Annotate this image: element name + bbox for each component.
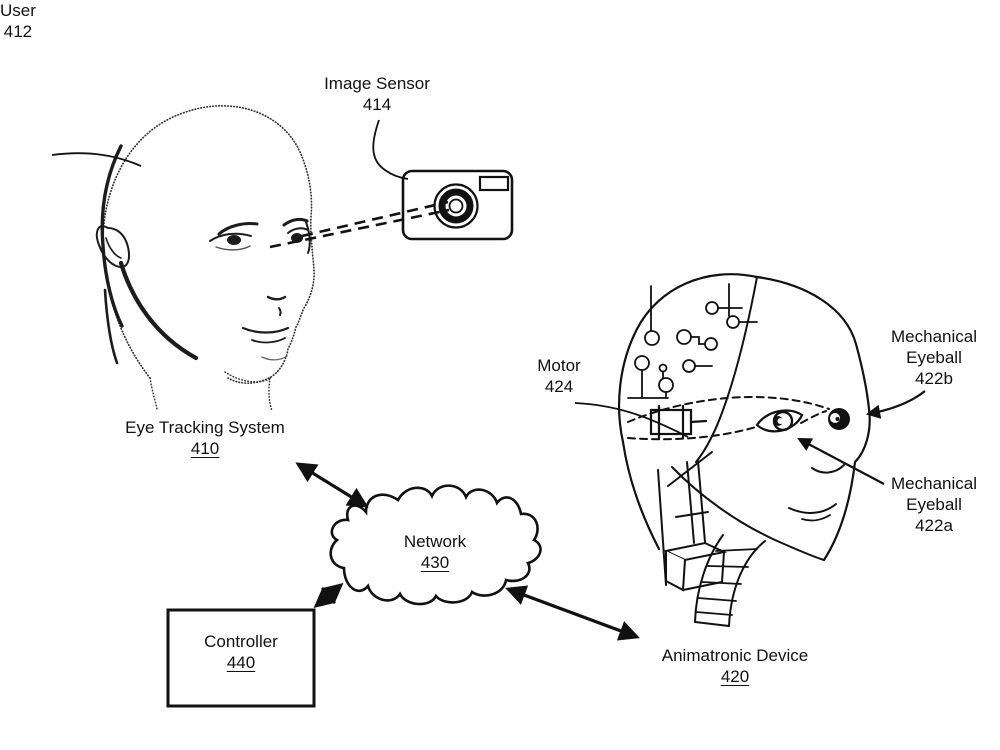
animatronic-device-label: Animatronic Device 420 [634, 645, 836, 687]
animatronic-device-label-ref: 420 [720, 667, 750, 686]
mechanical-eyeball-a-drawing [755, 409, 804, 433]
eye-tracking-system-label-ref: 410 [190, 439, 220, 458]
network-label: Network 430 [375, 531, 495, 573]
image-sensor-label-name: Image Sensor [324, 74, 430, 93]
animatronic-device-label-name: Animatronic Device [661, 646, 809, 665]
motor-drawing [649, 404, 708, 440]
image-sensor-label: Image Sensor 414 [297, 73, 457, 115]
eye-track-dashed-band [627, 396, 830, 441]
mechanical-eyeball-b-line1: Mechanical [891, 327, 977, 346]
network-cloud [329, 484, 542, 606]
network-connection-arrows [295, 462, 640, 641]
arrow-controller-network [313, 582, 344, 609]
mechanical-eyeball-a-label: Mechanical Eyeball 422a [884, 473, 984, 536]
user-label-name: User [0, 1, 36, 20]
user-label-ref: 412 [3, 22, 33, 41]
eye-tracking-system-label: Eye Tracking System 410 [114, 417, 296, 459]
motor-leader-line [574, 402, 689, 438]
mechanical-eyeball-b-ref: 422b [915, 369, 953, 388]
circuit-pattern [627, 283, 758, 399]
user-leader-line [51, 152, 142, 167]
controller-label: Controller 440 [168, 631, 314, 673]
mechanical-eyeball-b-line2: Eyeball [906, 348, 962, 367]
eyeball-a-leader-arrow [797, 437, 885, 485]
arrow-eyetracking-network [295, 462, 369, 508]
image-sensor-label-ref: 414 [362, 95, 392, 114]
image-sensor-leader-line [372, 119, 409, 180]
mechanical-eyeball-a-ref: 422a [915, 516, 953, 535]
user-head-sketch [95, 105, 315, 412]
controller-label-name: Controller [204, 632, 278, 651]
mechanical-eyeball-a-line2: Eyeball [906, 495, 962, 514]
motor-label: Motor 424 [517, 355, 601, 397]
user-label: User 412 [0, 0, 36, 42]
network-label-name: Network [403, 532, 467, 551]
arrow-network-animatronic [505, 585, 640, 641]
gaze-dashed-lines [269, 200, 450, 249]
mechanical-eyeball-b-drawing [828, 408, 850, 430]
neck-mechanism [657, 451, 766, 627]
image-sensor-camera-icon [401, 169, 514, 241]
eyeball-b-leader-arrow [865, 390, 926, 419]
animatronic-head [618, 273, 871, 627]
motor-label-name: Motor [537, 356, 581, 375]
network-label-ref: 430 [420, 553, 450, 572]
motor-label-ref: 424 [544, 377, 574, 396]
controller-label-ref: 440 [226, 653, 256, 672]
controller-box [166, 608, 316, 708]
mechanical-eyeball-b-label: Mechanical Eyeball 422b [884, 326, 984, 389]
eye-tracking-system-label-name: Eye Tracking System [125, 418, 285, 437]
mechanical-eyeball-a-line1: Mechanical [891, 474, 977, 493]
